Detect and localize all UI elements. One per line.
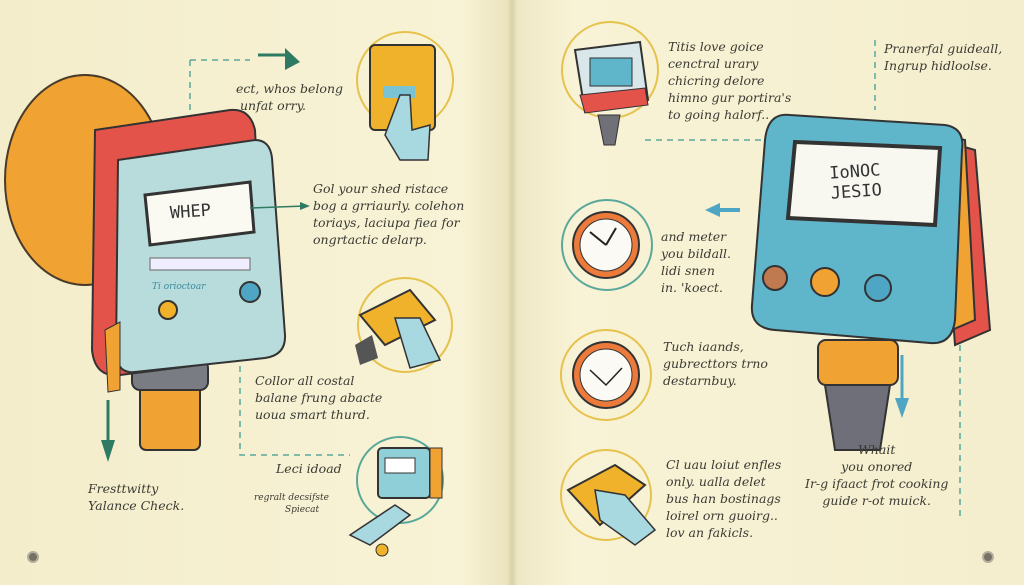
guide-line xyxy=(189,59,250,120)
caption-balance-check: Fresttwitty Yalance Check. xyxy=(88,481,185,513)
clock-illustration xyxy=(560,329,652,421)
note-bottom-small-2: Spiecat xyxy=(285,505,320,515)
small-device-illustration xyxy=(561,21,659,146)
left-device-illustration xyxy=(4,48,310,462)
right-device-screen-text: IoNOC JESIO xyxy=(828,160,883,204)
note-clock: and meter you bildall. lidi snen in. 'ko… xyxy=(661,229,732,295)
note-lower-left: Collor all costal balane frung abacte uo… xyxy=(255,373,383,422)
note-hand: Cl uau loiut enfles only. ualla delet bu… xyxy=(666,457,782,540)
page-number-icon-left xyxy=(27,551,39,563)
note-top-far-right: Pranerfal guideall, Ingrup hidloolse. xyxy=(884,41,1003,73)
hand-key-illustration xyxy=(348,436,444,557)
guide-line xyxy=(239,300,350,456)
hand-press-illustration xyxy=(560,449,657,546)
hand-gadget-illustration xyxy=(355,277,453,373)
note-clock-2: Tuch iaands, gubrecttors trno destarnbuy… xyxy=(663,339,768,388)
left-device-screen-text: WHEP xyxy=(169,200,212,224)
alarm-clock-illustration xyxy=(561,199,653,291)
note-bottom-title: Leci idoad xyxy=(276,461,342,476)
right-device-illustration xyxy=(705,113,992,451)
guide-line xyxy=(645,40,876,141)
note-middle-left: Gol your shed ristace bog a grriaurly. c… xyxy=(313,181,465,247)
note-top-right: Titis love goice cenctral urary chicring… xyxy=(668,39,792,122)
hand-button-illustration xyxy=(356,31,454,161)
note-top-left: ect, whos belong unfat orry. xyxy=(236,81,344,113)
note-bottom-right: Whait you onored Ir-g ifaact frot cookin… xyxy=(805,442,949,508)
note-bottom-small: regralt decsifste xyxy=(254,493,329,503)
left-device-label: Ti orioctoar xyxy=(152,282,206,292)
page-number-icon-right xyxy=(982,551,994,563)
